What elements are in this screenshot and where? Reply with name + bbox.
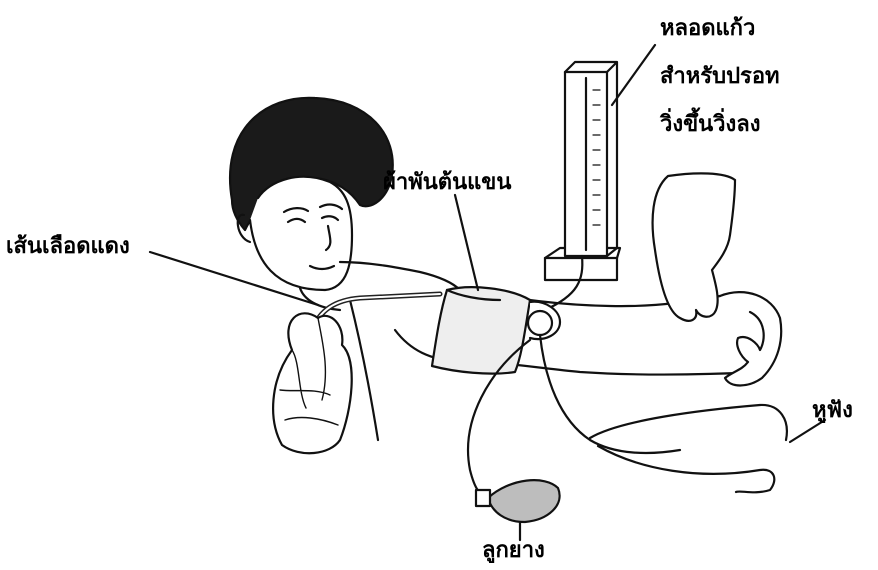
label-artery: เส้นเลือดแดง [6, 236, 130, 258]
stethoscope-chestpiece [528, 311, 552, 335]
cuff [432, 287, 530, 373]
tube-leader [612, 45, 655, 105]
label-glass-tube-line-2: สำหรับปรอท [660, 66, 780, 88]
bulb-valve [476, 490, 490, 506]
label-cuff: ผ้าพันต้นแขน [383, 172, 511, 194]
shoulder [340, 262, 460, 290]
label-glass-tube-line-3: วิ่งขึ้นวิ่งลง [660, 114, 761, 136]
label-glass-tube-line-1: หลอดแก้ว [660, 18, 755, 40]
torso-side [350, 300, 378, 440]
stethoscope-tube [540, 335, 680, 453]
label-earpiece: หูฟัง [812, 400, 853, 422]
face [250, 177, 352, 290]
bulb [488, 480, 560, 522]
heart [273, 313, 352, 453]
hand [720, 292, 781, 385]
stethoscope-binaural-1 [590, 405, 787, 440]
label-bulb: ลูกยาง [482, 540, 545, 562]
examiner-hand [653, 173, 735, 320]
earpiece-leader [790, 420, 825, 442]
cuff-leader [455, 195, 478, 290]
stethoscope-binaural-2 [598, 446, 774, 492]
